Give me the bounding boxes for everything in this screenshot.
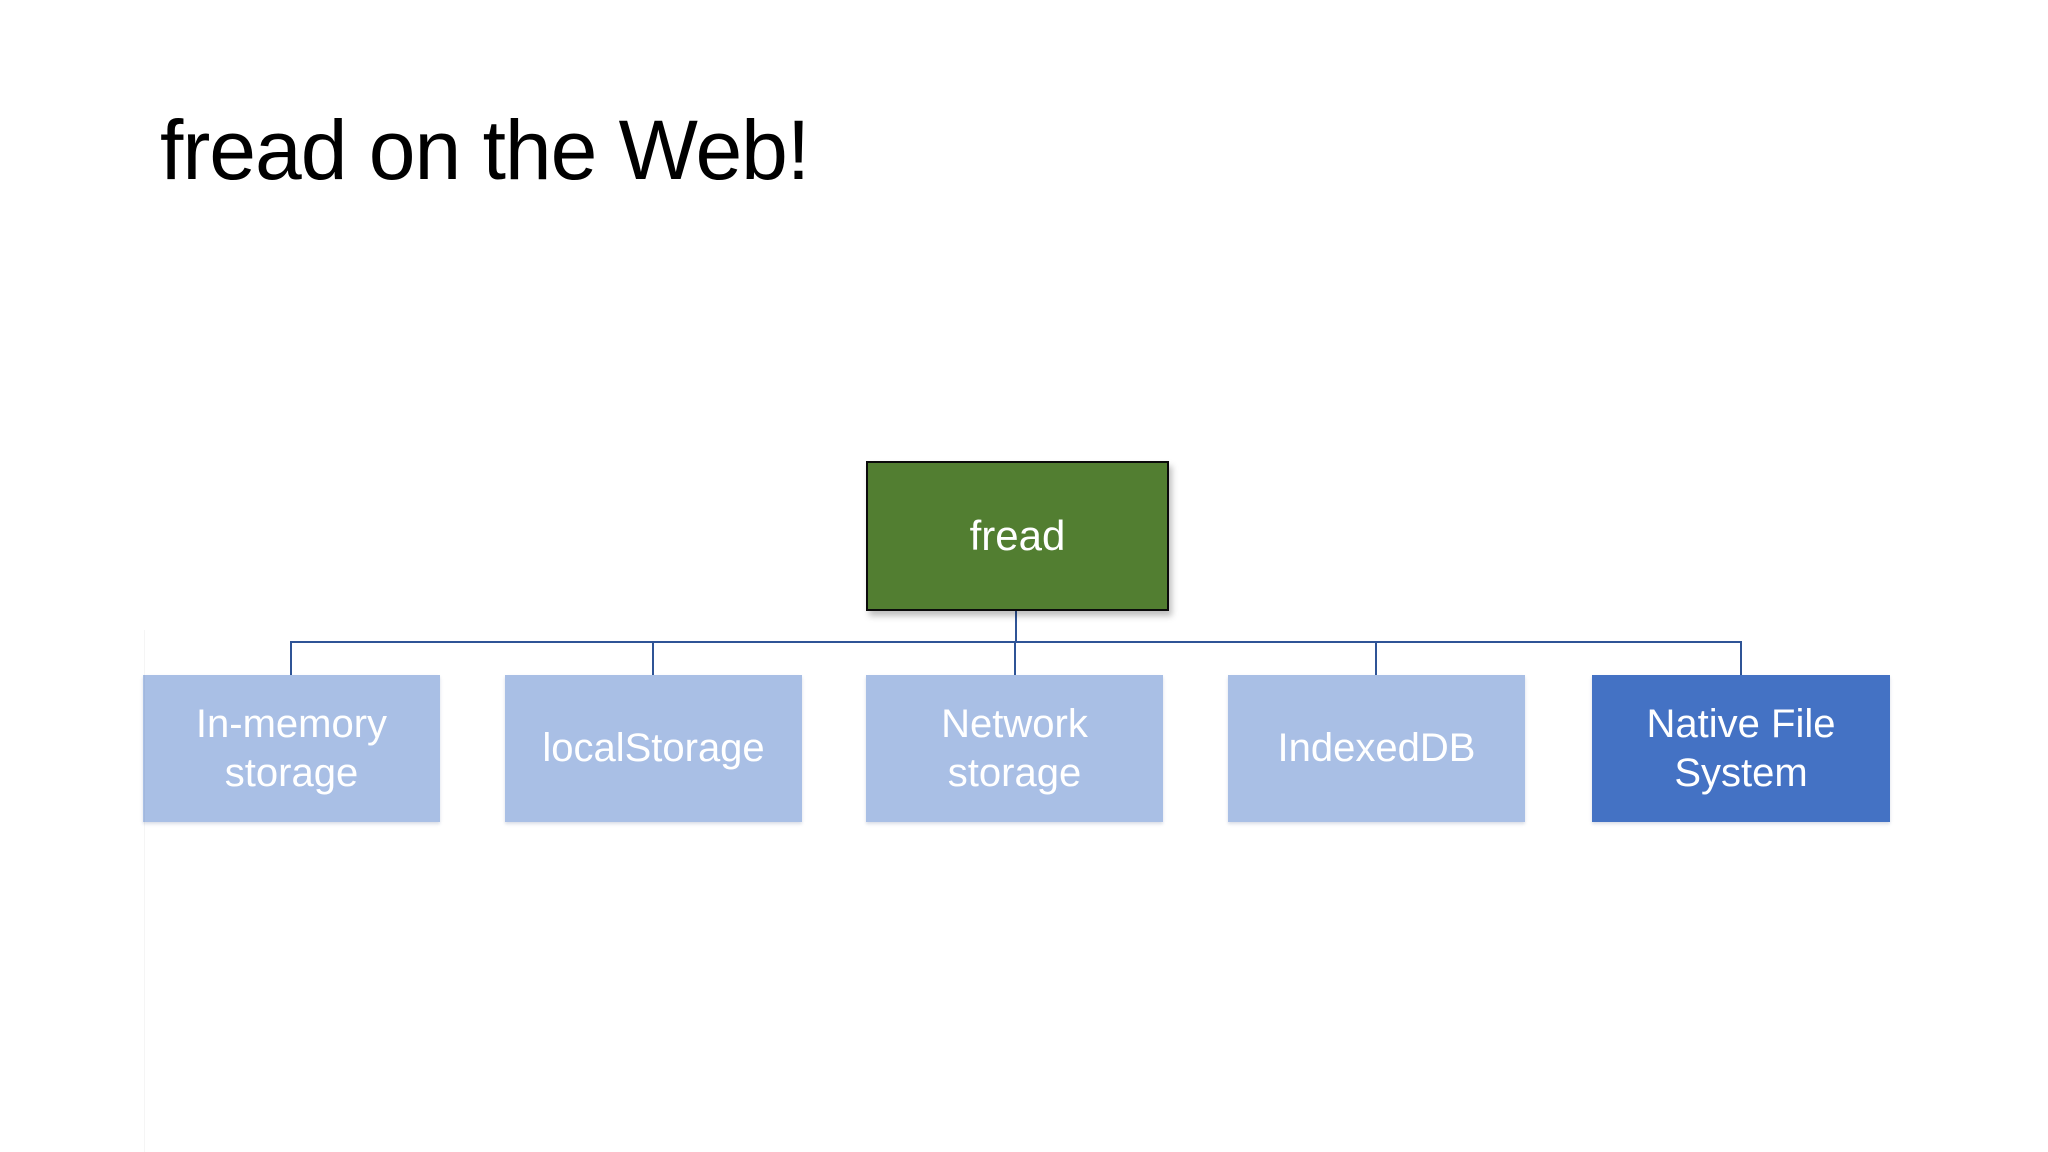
canvas-edge-line: [144, 630, 145, 1152]
connector-stub-in-memory-storage: [290, 641, 292, 676]
connector-stub-localstorage: [652, 641, 654, 676]
node-label: Network storage: [941, 701, 1088, 795]
node-in-memory-storage: In-memory storage: [143, 675, 440, 822]
connector-root-trunk: [1015, 611, 1017, 643]
node-label: Native File System: [1646, 701, 1836, 795]
node-network-storage: Network storage: [866, 675, 1163, 822]
node-label: fread: [969, 512, 1066, 560]
node-indexeddb: IndexedDB: [1228, 675, 1525, 822]
node-label: IndexedDB: [1277, 726, 1476, 771]
node-label: localStorage: [542, 726, 765, 771]
node-fread-root: fread: [866, 461, 1169, 611]
node-native-file-system: Native File System: [1592, 675, 1890, 822]
connector-stub-indexeddb: [1375, 641, 1377, 676]
slide-title: fread on the Web!: [160, 103, 810, 197]
connector-horizontal-bar: [290, 641, 1742, 643]
node-label: In-memory storage: [195, 701, 388, 795]
connector-stub-network-storage: [1014, 641, 1016, 676]
node-localstorage: localStorage: [505, 675, 802, 822]
connector-stub-native-file-system: [1740, 641, 1742, 676]
